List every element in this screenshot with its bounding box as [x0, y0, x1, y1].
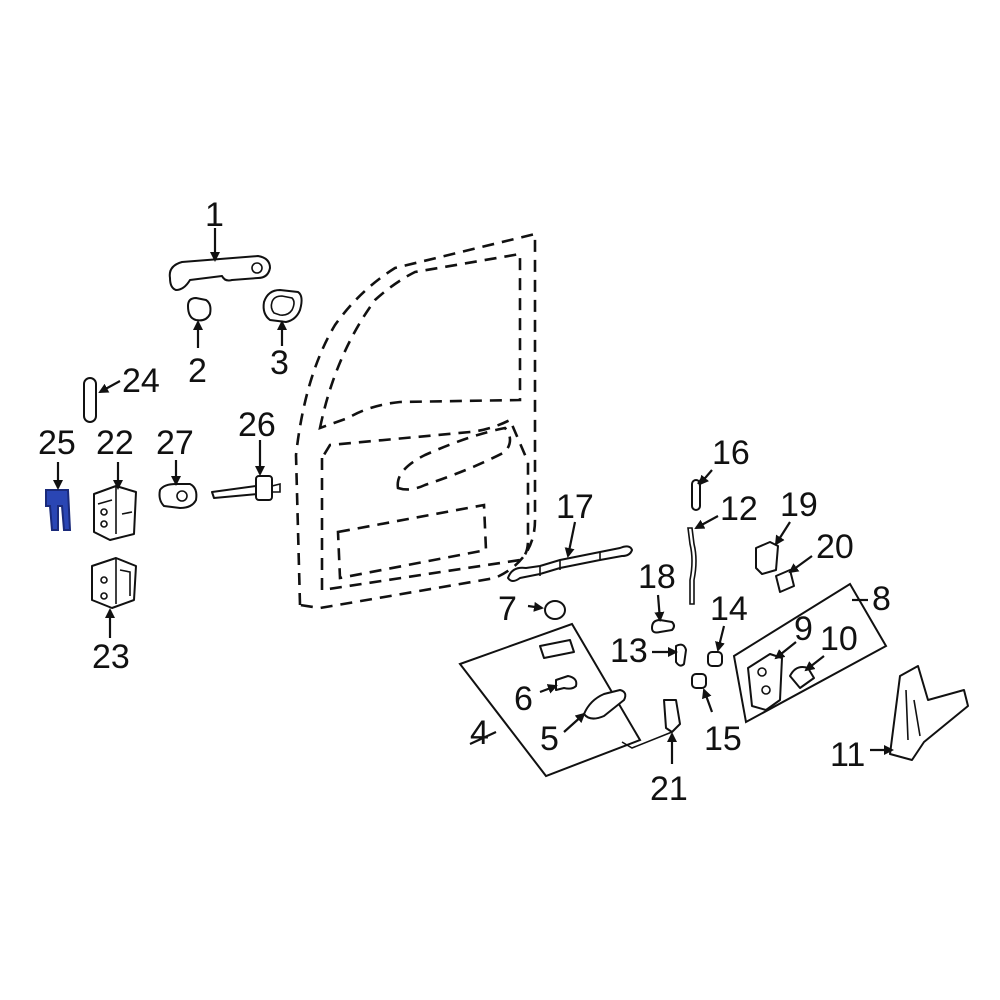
callout-7: 7 [498, 590, 517, 628]
part-21-rod [621, 699, 681, 749]
callout-21: 21 [650, 770, 688, 808]
part-11-bracket [889, 665, 969, 761]
callout-4: 4 [470, 714, 489, 752]
part-17-cable [507, 545, 633, 582]
callout-16: 16 [712, 434, 750, 472]
callout-1: 1 [205, 196, 224, 234]
callout-26: 26 [238, 406, 276, 444]
callout-11: 11 [830, 736, 865, 774]
part-1-outside-handle [168, 255, 271, 291]
door-outline [294, 232, 537, 610]
part-16-rod-top [691, 479, 701, 511]
leader-arrows [53, 228, 894, 764]
callout-2: 2 [188, 352, 207, 390]
part-15-bushing [691, 673, 707, 689]
part-25-shim [45, 489, 72, 531]
callout-5: 5 [540, 720, 559, 758]
callout-22: 22 [96, 424, 134, 462]
part-24-seal-strip [83, 377, 97, 423]
part-23-lower-hinge [91, 557, 137, 609]
callout-17: 17 [556, 488, 594, 526]
part-27-lock-cylinder [158, 483, 198, 509]
part-3-escutcheon [262, 289, 303, 323]
callout-6: 6 [514, 680, 533, 718]
part-2-cover [187, 297, 212, 322]
callout-9: 9 [794, 610, 813, 648]
callout-labels: 1 2 3 4 5 6 7 8 9 10 11 12 13 14 15 16 1… [38, 196, 891, 808]
callout-15: 15 [704, 720, 742, 758]
callout-20: 20 [816, 528, 854, 566]
part-20-clip [775, 569, 795, 593]
callout-8: 8 [872, 580, 891, 618]
callout-24: 24 [122, 362, 160, 400]
part-12-rod [687, 527, 697, 605]
callout-10: 10 [820, 620, 858, 658]
part-26-door-check [211, 475, 281, 501]
panel-8 [732, 582, 888, 724]
part-19-clip [755, 541, 779, 575]
part-14-bushing [707, 651, 723, 667]
callout-23: 23 [92, 638, 130, 676]
callout-25: 25 [38, 424, 76, 462]
part-22-upper-hinge [93, 485, 137, 541]
part-18-link [651, 619, 675, 634]
callout-18: 18 [638, 558, 676, 596]
part-7-knob [544, 600, 566, 620]
callout-13: 13 [610, 632, 648, 670]
callout-27: 27 [156, 424, 194, 462]
callout-14: 14 [710, 590, 748, 628]
callout-3: 3 [270, 344, 289, 382]
callout-19: 19 [780, 486, 818, 524]
part-13-clip [675, 643, 687, 667]
panel-4 [458, 622, 642, 778]
callout-12: 12 [720, 490, 758, 528]
